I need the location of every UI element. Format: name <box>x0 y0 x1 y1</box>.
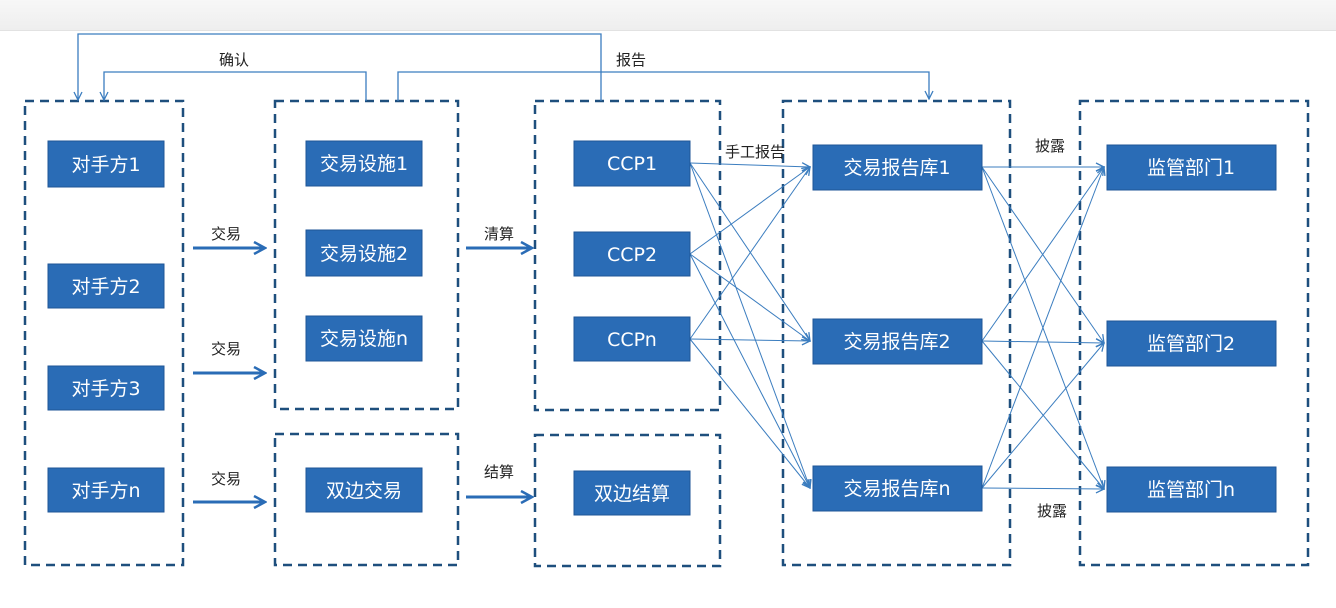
bilateral-trade-group <box>273 432 460 567</box>
connector <box>689 162 810 488</box>
bilateral-settle-group <box>533 433 722 568</box>
connector <box>981 343 1104 489</box>
node-ccp-n: CCPn <box>573 316 691 362</box>
node-label: 双边交易 <box>326 480 402 502</box>
node-label: 监管部门2 <box>1147 333 1235 355</box>
node-label: 交易报告库1 <box>843 157 950 179</box>
node-ccp-2: CCP2 <box>573 231 691 277</box>
node-label: 监管部门n <box>1147 479 1235 501</box>
node-trading-facility-1: 交易设施1 <box>305 140 423 187</box>
label-settlement: 结算 <box>484 463 514 481</box>
node-label: CCP1 <box>607 153 657 175</box>
connector <box>689 338 810 488</box>
connector <box>689 253 810 341</box>
connector <box>981 488 1104 489</box>
node-counterparty-2: 对手方2 <box>47 263 165 309</box>
ccp-to-repository-lines <box>689 162 810 488</box>
node-regulator-1: 监管部门1 <box>1106 144 1277 191</box>
node-label: 交易报告库n <box>843 478 950 500</box>
node-trade-repository-1: 交易报告库1 <box>812 144 983 191</box>
ccp-group <box>533 99 722 412</box>
top-bar <box>0 0 1336 31</box>
node-label: CCP2 <box>607 244 657 266</box>
label-disclose-bottom: 披露 <box>1037 502 1067 520</box>
node-bilateral-trade: 双边交易 <box>305 467 423 513</box>
node-counterparty-3: 对手方3 <box>47 365 165 411</box>
label-clearing: 清算 <box>484 225 514 243</box>
report-line <box>397 71 929 101</box>
node-trade-repository-2: 交易报告库2 <box>812 318 983 365</box>
node-label: CCPn <box>607 329 657 351</box>
trade-repositories-group <box>781 99 1012 567</box>
node-label: 对手方1 <box>71 154 140 176</box>
node-trade-repository-n: 交易报告库n <box>812 465 983 512</box>
connector <box>981 167 1104 342</box>
connector <box>689 167 810 255</box>
connector <box>689 162 810 341</box>
node-regulator-2: 监管部门2 <box>1106 320 1277 367</box>
node-regulator-n: 监管部门n <box>1106 466 1277 513</box>
label-manual-report: 手工报告 <box>725 143 785 161</box>
node-trading-facility-n: 交易设施n <box>305 315 423 362</box>
connector <box>689 163 810 167</box>
node-ccp-1: CCP1 <box>573 140 691 187</box>
node-counterparty-n: 对手方n <box>47 467 165 513</box>
node-label: 对手方3 <box>71 378 140 400</box>
node-bilateral-settlement: 双边结算 <box>573 470 691 516</box>
node-label: 双边结算 <box>594 483 670 505</box>
node-label: 交易报告库2 <box>843 331 950 353</box>
label-trade-2: 交易 <box>211 340 241 358</box>
node-counterparty-1: 对手方1 <box>47 140 165 188</box>
confirm-line <box>104 71 367 101</box>
connector <box>689 253 810 488</box>
ccp-return-line <box>78 33 602 101</box>
counterparties-group <box>23 99 185 567</box>
node-label: 对手方2 <box>71 276 140 298</box>
regulators-group <box>1078 99 1310 567</box>
node-label: 交易设施2 <box>320 243 408 265</box>
repository-to-regulator-lines <box>981 166 1104 489</box>
node-label: 交易设施1 <box>320 153 408 175</box>
connector <box>689 339 810 341</box>
connector <box>981 166 1104 343</box>
label-report: 报告 <box>616 51 646 69</box>
label-trade-3: 交易 <box>211 470 241 488</box>
node-trading-facility-2: 交易设施2 <box>305 229 423 277</box>
connector <box>981 341 1104 343</box>
node-label: 交易设施n <box>320 328 408 350</box>
node-label: 监管部门1 <box>1147 157 1235 179</box>
label-disclose-top: 披露 <box>1035 137 1065 155</box>
connector <box>981 167 1104 489</box>
label-confirm: 确认 <box>219 51 249 69</box>
connector <box>689 167 810 340</box>
node-label: 对手方n <box>71 480 140 502</box>
label-trade-1: 交易 <box>211 225 241 243</box>
